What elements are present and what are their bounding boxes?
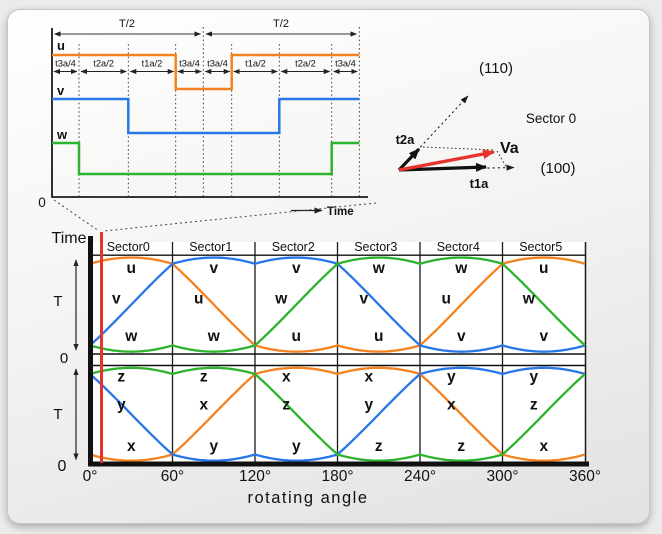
segment-duration-label: t1a/2	[142, 59, 163, 69]
upper-chart-letter: v	[539, 328, 548, 345]
sector-header-labels: Sector0 Sector1 Sector2 Sector3 Sector4 Secto…	[107, 240, 563, 254]
lower-T-label: T	[53, 406, 62, 423]
pwm-signal-label-w: w	[56, 127, 68, 142]
segment-duration-label: t2a/2	[93, 59, 114, 69]
pwm-signal-label-v: v	[57, 83, 65, 98]
lower-chart-letter: z	[282, 397, 290, 414]
axis-100-label: (100)	[540, 160, 575, 177]
lower-chart-letter: x	[282, 369, 291, 386]
mid-zero-label: 0	[60, 350, 68, 367]
x-tick-label: 180°	[321, 468, 353, 485]
segment-duration-label: t3a/4	[335, 59, 356, 69]
upper-chart-letter: v	[292, 260, 301, 277]
x-tick-labels: 0° 60° 120° 180° 240° 300° 360°	[83, 468, 601, 485]
curve-w	[89, 256, 586, 353]
upper-chart-letter: w	[372, 260, 386, 277]
upper-chart-letter: w	[274, 291, 288, 308]
half-period-label: T/2	[273, 18, 289, 30]
upper-chart-letter: w	[522, 291, 536, 308]
t2a-vector	[397, 147, 421, 172]
lower-chart-letter: z	[375, 438, 383, 455]
va-label: Va	[500, 140, 519, 157]
lower-chart-letter: z	[457, 438, 465, 455]
pwm-axis	[51, 28, 368, 198]
lower-chart-letter: z	[530, 397, 538, 414]
pwm-wave-u	[52, 53, 360, 91]
sector-header-label: Sector4	[437, 240, 480, 254]
t1a-vector	[398, 162, 487, 172]
x-tick-label: 300°	[486, 468, 518, 485]
segment-duration-label: t3a/4	[179, 59, 200, 69]
lower-chart-letter: y	[447, 369, 456, 386]
x-tick-label: 120°	[239, 468, 271, 485]
upper-chart-letter: u	[539, 260, 548, 277]
upper-chart-letter: w	[207, 328, 221, 345]
lower-chart-letter: y	[209, 438, 218, 455]
segment-duration-label: t3a/4	[55, 59, 76, 69]
zoom-connector-left	[53, 199, 100, 232]
upper-chart-letter: u	[127, 260, 136, 277]
lower-chart-letter: y	[292, 438, 301, 455]
pwm-timing-diagram: T/2 T/2 t3a/4 t2a/2 t1a/2 t3a/4 t3a/4 t1a/2 t2…	[38, 18, 377, 232]
x-axis-title: rotating angle	[248, 489, 369, 507]
duty-curves	[89, 256, 586, 462]
sector-header-label: Sector1	[189, 240, 232, 254]
pwm-wave-v	[52, 97, 360, 135]
zoom-connector-right	[103, 202, 377, 232]
lower-chart-letter: z	[200, 369, 208, 386]
pwm-origin-label: 0	[38, 195, 46, 210]
upper-chart-letter: v	[112, 291, 121, 308]
sector-header-label: Sector0	[107, 240, 150, 254]
lower-chart-letter: x	[447, 397, 456, 414]
upper-chart-letter: u	[374, 328, 383, 345]
half-period-label: T/2	[119, 18, 135, 30]
upper-chart-letter: w	[454, 260, 468, 277]
segment-duration-label: t3a/4	[207, 59, 228, 69]
lower-chart-letter: x	[199, 397, 208, 414]
x-tick-label: 240°	[404, 468, 436, 485]
upper-chart-letter: u	[292, 328, 301, 345]
chart-time-label: Time	[52, 230, 87, 247]
space-vector-diagram: (110) (100) Sector 0 Va t2a t1a	[396, 60, 577, 191]
sector-header-label: Sector5	[519, 240, 562, 254]
pwm-signal-label-u: u	[57, 38, 65, 53]
axis-110-label: (110)	[479, 60, 513, 77]
lower-chart-letter: y	[529, 369, 538, 386]
x-tick-label: 360°	[569, 468, 601, 485]
upper-chart-letter: v	[359, 291, 368, 308]
sector0-label: Sector 0	[526, 111, 576, 126]
chart-gridlines	[171, 242, 587, 464]
parallelogram-top-line	[422, 146, 496, 151]
t2a-label: t2a	[396, 132, 416, 147]
x-tick-label: 0°	[83, 468, 98, 485]
lower-chart-letter: x	[127, 438, 136, 455]
pwm-segment-annotations: t3a/4 t2a/2 t1a/2 t3a/4 t3a/4 t1a/2 t2a/2 t3a/4	[53, 27, 360, 197]
t1a-label: t1a	[470, 176, 490, 191]
upper-chart-letter: u	[442, 291, 451, 308]
va-vector	[398, 149, 495, 172]
lower-chart-letter: z	[117, 369, 125, 386]
lower-chart-letter: x	[364, 369, 373, 386]
upper-T-label: T	[53, 293, 62, 310]
upper-chart-letter: v	[209, 260, 218, 277]
pwm-time-label: Time	[327, 206, 354, 218]
upper-chart-letter: u	[194, 291, 203, 308]
curve-z	[89, 366, 586, 462]
sector-header-label: Sector2	[272, 240, 315, 254]
segment-duration-label: t1a/2	[245, 59, 266, 69]
upper-chart-letter: w	[124, 328, 138, 345]
x-tick-label: 60°	[161, 468, 184, 485]
upper-chart-letter: v	[457, 328, 466, 345]
lower-chart-letter: x	[539, 438, 548, 455]
parallelogram-right-line	[496, 150, 507, 167]
lower-chart-letter: y	[364, 397, 373, 414]
lower-chart-letter: y	[117, 397, 126, 414]
pwm-wave-w	[52, 141, 360, 176]
segment-duration-label: t2a/2	[295, 59, 316, 69]
bottom-zero-label: 0	[58, 458, 67, 475]
sector-header-label: Sector3	[354, 240, 397, 254]
